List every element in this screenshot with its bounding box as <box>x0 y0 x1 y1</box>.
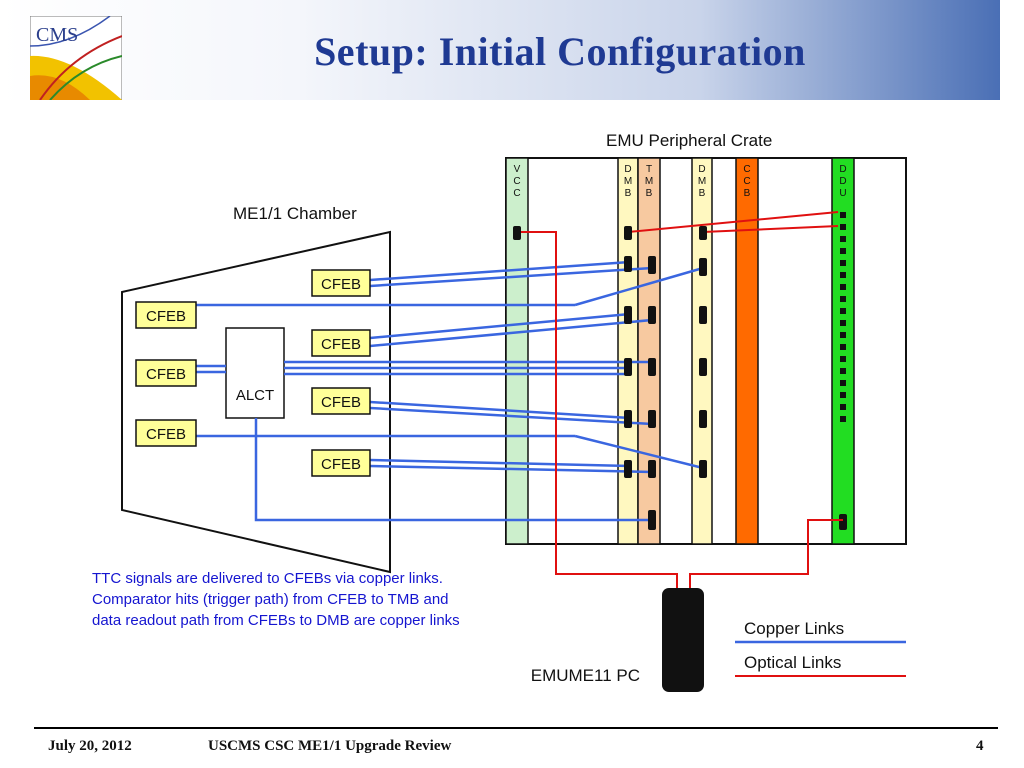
vcc-label-3: C <box>513 188 520 199</box>
ddu-connectors <box>839 212 847 530</box>
cfeb-box <box>311 449 371 477</box>
optical-links <box>517 211 906 677</box>
logo-text: CMS <box>36 24 79 46</box>
copper-links <box>196 260 906 644</box>
board-connectors <box>513 226 707 530</box>
vcc-label-1: V <box>514 164 521 175</box>
dmb1-label-1: D <box>624 164 631 175</box>
alct-box <box>225 327 285 419</box>
cfeb-box <box>135 419 197 447</box>
ccb-label-1: C <box>743 164 750 175</box>
dmb2-label-1: D <box>698 164 705 175</box>
note-line: Comparator hits (trigger path) from CFEB… <box>92 591 449 608</box>
cms-logo <box>29 15 123 101</box>
cfeb-box <box>311 387 371 415</box>
page-number: 4 <box>976 738 984 754</box>
note-line: TTC signals are delivered to CFEBs via c… <box>92 570 443 587</box>
cfeb-label: CFEB <box>321 336 361 353</box>
vcc-label-2: C <box>513 176 520 187</box>
vcc-board <box>505 157 529 545</box>
dmb1-label-2: M <box>624 176 632 187</box>
ccb-board <box>735 157 759 545</box>
cfeb-box <box>135 301 197 329</box>
tmb-label-2: M <box>645 176 653 187</box>
ddu-board <box>831 157 855 545</box>
tmb-label-3: B <box>646 188 653 199</box>
dmb1-label-3: B <box>625 188 632 199</box>
cfeb-box <box>311 269 371 297</box>
ccb-label-2: C <box>743 176 750 187</box>
legend-copper-label: Copper Links <box>744 619 844 638</box>
cfeb-label: CFEB <box>321 276 361 293</box>
slide-title: Setup: Initial Configuration <box>314 29 806 74</box>
dmb-board-1 <box>617 157 639 545</box>
cfeb-label: CFEB <box>321 394 361 411</box>
ccb-label-3: B <box>744 188 751 199</box>
pc-label: EMUME11 PC <box>531 666 640 685</box>
header-band <box>0 0 1000 100</box>
legend-optical-label: Optical Links <box>744 653 841 672</box>
chamber-label: ME1/1 Chamber <box>233 204 357 223</box>
ddu-label-1: D <box>839 164 846 175</box>
dmb-board-2 <box>691 157 713 545</box>
cfeb-label: CFEB <box>146 308 186 325</box>
cfeb-left-column: CFEB CFEB CFEB <box>135 301 197 447</box>
tmb-board <box>637 157 661 545</box>
footer-date: July 20, 2012 <box>48 738 132 754</box>
cfeb-right-column: CFEB CFEB CFEB CFEB <box>311 269 371 477</box>
cfeb-label: CFEB <box>146 426 186 443</box>
footer-event: USCMS CSC ME1/1 Upgrade Review <box>208 738 452 754</box>
ddu-label-3: U <box>839 188 846 199</box>
footer-divider <box>34 727 998 729</box>
emume11-pc <box>662 588 704 692</box>
dmb2-label-3: B <box>699 188 706 199</box>
tmb-label-1: T <box>646 164 652 175</box>
cfeb-box <box>135 359 197 387</box>
ddu-label-2: D <box>839 176 846 187</box>
cfeb-box <box>311 329 371 357</box>
dmb2-label-2: M <box>698 176 706 187</box>
alct-label: ALCT <box>236 387 274 404</box>
diagram-note: TTC signals are delivered to CFEBs via c… <box>92 568 460 631</box>
note-line: data readout path from CFEBs to DMB are … <box>92 612 460 629</box>
cfeb-label: CFEB <box>146 366 186 383</box>
crate-label: EMU Peripheral Crate <box>606 131 772 150</box>
cfeb-label: CFEB <box>321 456 361 473</box>
